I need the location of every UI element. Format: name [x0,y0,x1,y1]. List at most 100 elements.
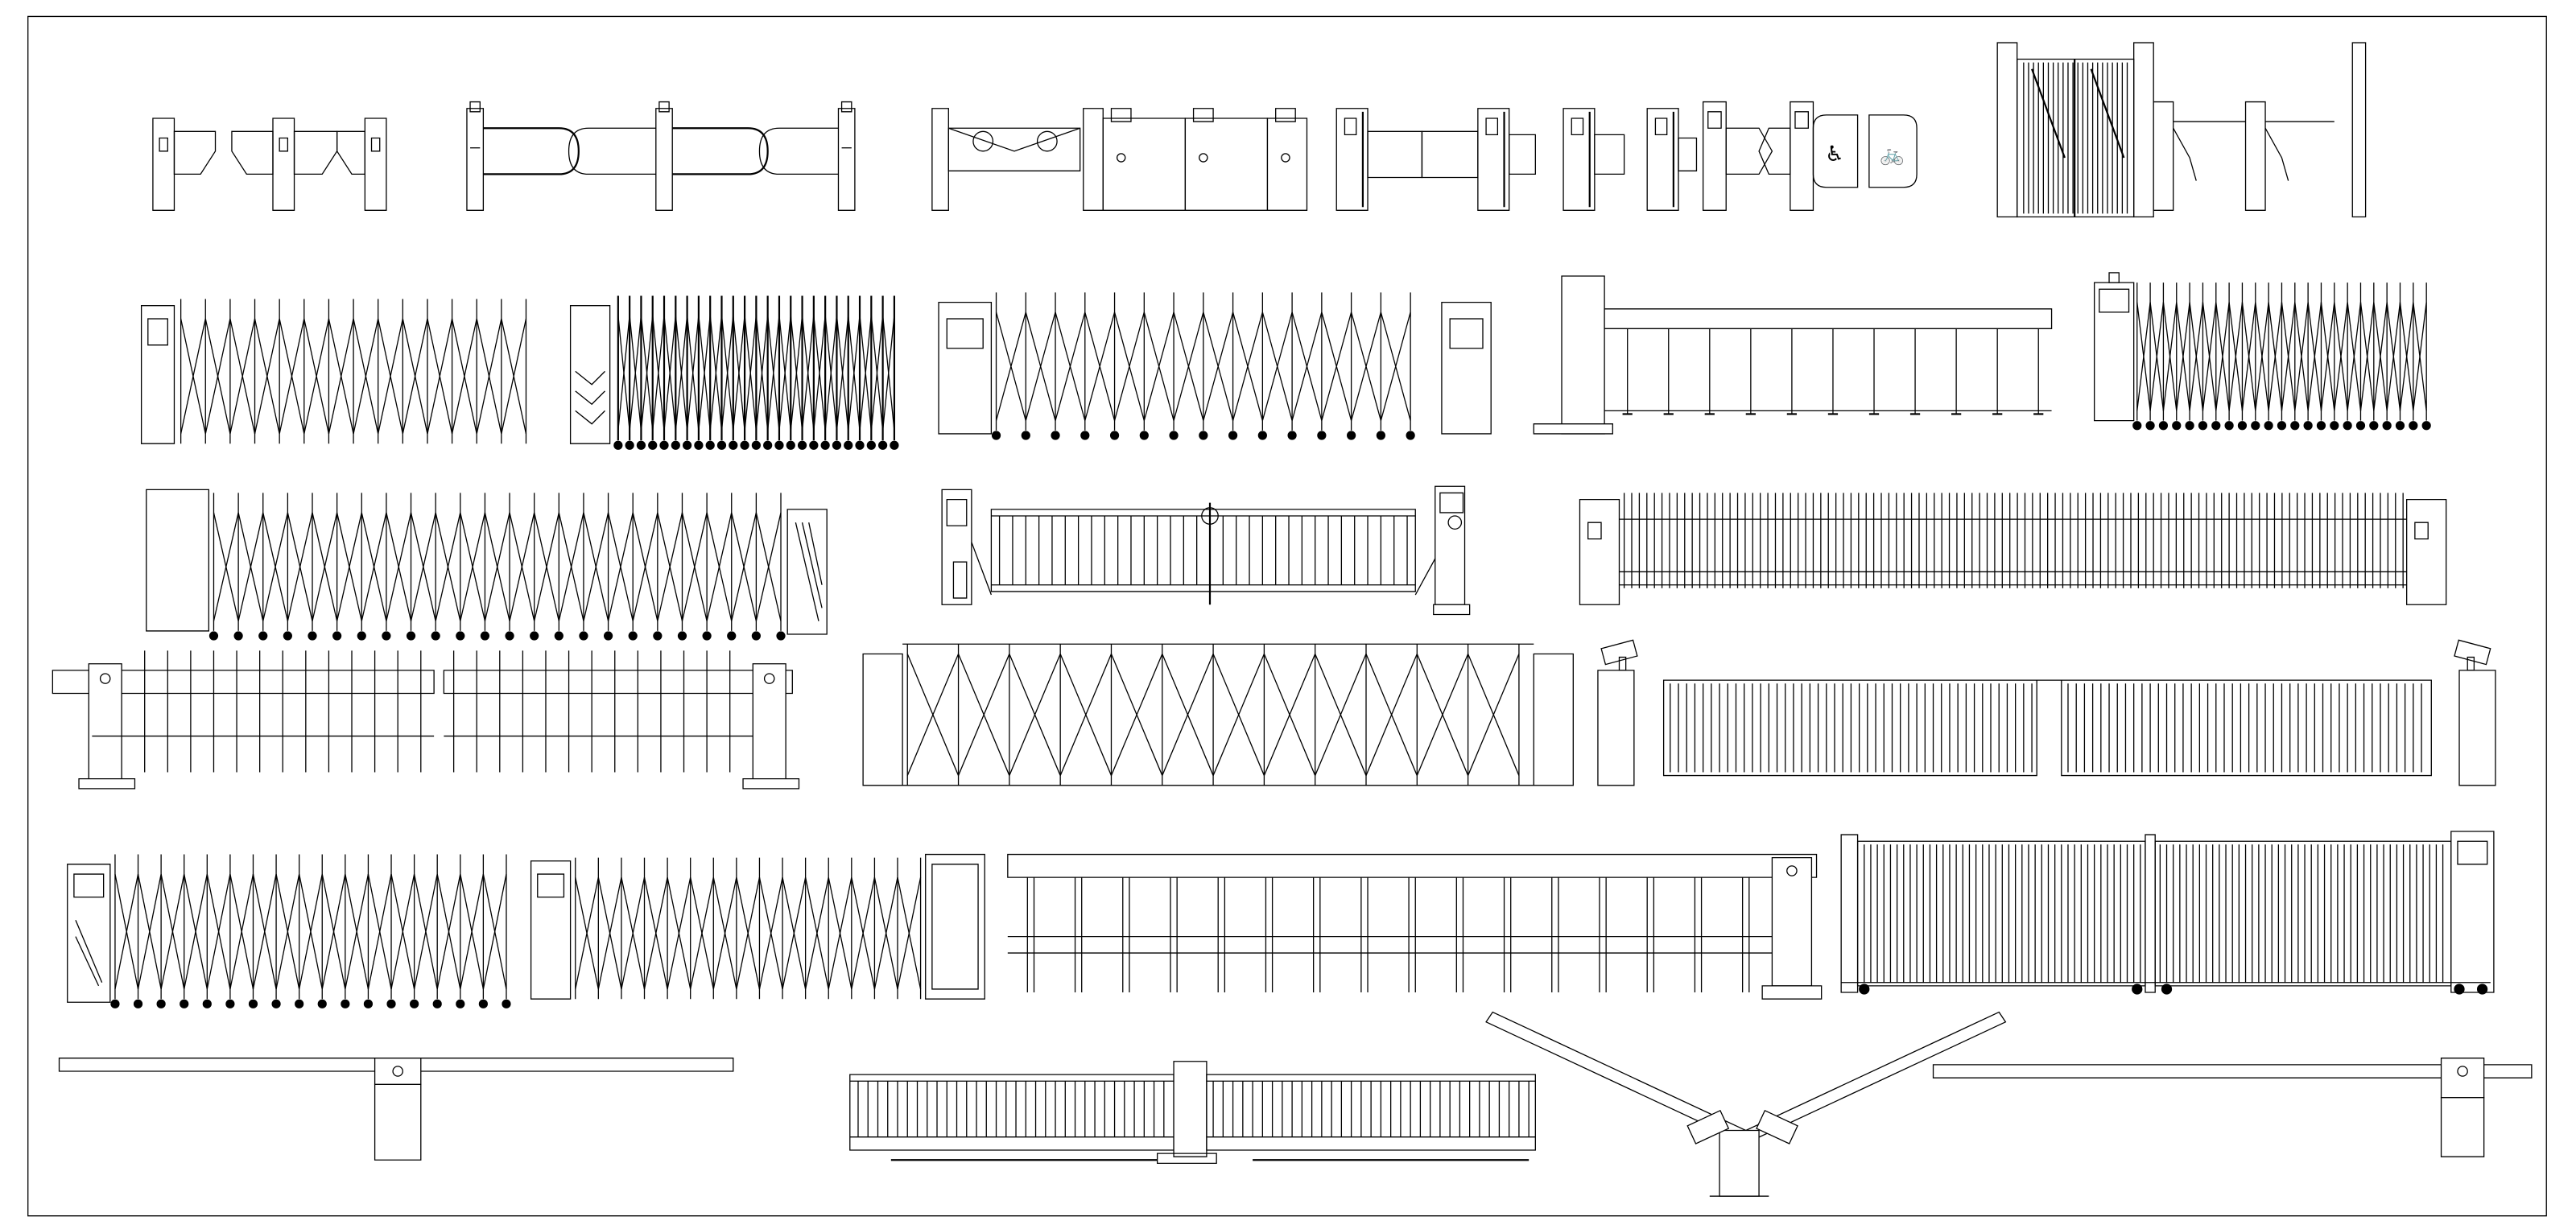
gate-member [213,513,238,621]
wheel [798,441,806,449]
gate-member [1262,366,1277,420]
gate-member [2301,357,2308,410]
wheel [407,632,415,640]
gate-member [2223,303,2229,357]
gate-member [361,513,386,621]
wheel [2356,422,2364,430]
gate-member [886,934,898,989]
gate-member [771,934,782,989]
gate-member [483,874,506,989]
tripod-turnstile [2153,43,2365,217]
gate-member [836,315,848,431]
gate-member [587,877,598,933]
wheel [259,632,267,640]
gate-member [828,934,840,989]
wheel [671,441,679,449]
gate-member [437,874,460,989]
gate-member [598,934,609,989]
gate-member [667,934,679,989]
wheel [1377,431,1385,439]
gate-member [390,319,402,376]
gate-member [2196,357,2202,410]
bicycle-icon: 🚲 [1880,142,1905,166]
gate-member [368,874,391,989]
gate-member [814,315,825,431]
gate-member [1278,366,1292,420]
gate-member [1009,654,1060,775]
gate-member [328,319,341,376]
wheel [234,632,242,640]
wheel [879,441,887,449]
gate-member [415,319,427,376]
glass-wing-turnstile [1336,109,1696,211]
retractable-gate-5 [147,489,827,640]
wheel [752,632,760,640]
gate-member [1070,366,1084,420]
gate-member [2334,303,2341,357]
wheel [272,1000,280,1008]
wheel [2277,422,2285,430]
gate-member [1292,312,1307,366]
gate-member [2347,303,2354,357]
gate-member [2380,303,2387,357]
wheel [506,632,514,640]
gate-member [1336,312,1351,366]
gate-member [1315,654,1366,775]
gate-member [610,877,621,933]
sheet-border [28,16,2547,1215]
wheel [890,441,898,449]
gate-member [710,315,721,431]
gate-member [2249,357,2256,410]
gate-member [2420,357,2426,410]
wheel [1860,984,1869,994]
gate-member [828,877,840,933]
gate-member [2281,303,2288,357]
gate-member [1381,366,1395,420]
gate-member [782,934,794,989]
gate-member [2229,357,2235,410]
gate-member [230,376,242,433]
gate-member [621,934,633,989]
wheel [411,1000,419,1008]
gate-member [415,874,438,989]
gate-member [1278,312,1292,366]
gate-member [452,319,464,376]
wheel [249,1000,257,1008]
gate-member [230,874,254,989]
camera-sliding-gate [1598,640,2496,786]
gate-member [587,934,598,989]
wheel [777,632,785,640]
gate-member [1396,312,1410,366]
gate-member [2144,303,2150,357]
wheel [341,1000,349,1008]
gate-member [2347,357,2354,410]
wheel [654,632,662,640]
retractable-gate-2 [571,295,898,449]
wheel [2396,422,2404,430]
wheel [502,1000,510,1008]
gate-member [436,513,460,621]
gate-member [2137,303,2144,357]
gate-member [840,934,852,989]
gate-member [2400,357,2406,410]
gate-member [658,513,683,621]
wheel [481,632,489,640]
gate-member [609,513,634,621]
gate-member [997,312,1011,366]
gate-member [559,513,584,621]
gate-member [181,376,193,433]
wheel [1110,431,1118,439]
gate-member [161,874,184,989]
gate-member [2321,303,2327,357]
gate-member [1085,312,1100,366]
gate-member [2183,357,2190,410]
gate-member [737,934,748,989]
gate-member [238,513,263,621]
gate-member [365,376,378,433]
gate-member [1396,366,1410,420]
fence-barrier-long [1008,855,1822,1000]
gate-member [1041,312,1055,366]
gate-member [1468,654,1519,775]
gate-member [782,877,794,933]
gate-member [641,315,652,431]
